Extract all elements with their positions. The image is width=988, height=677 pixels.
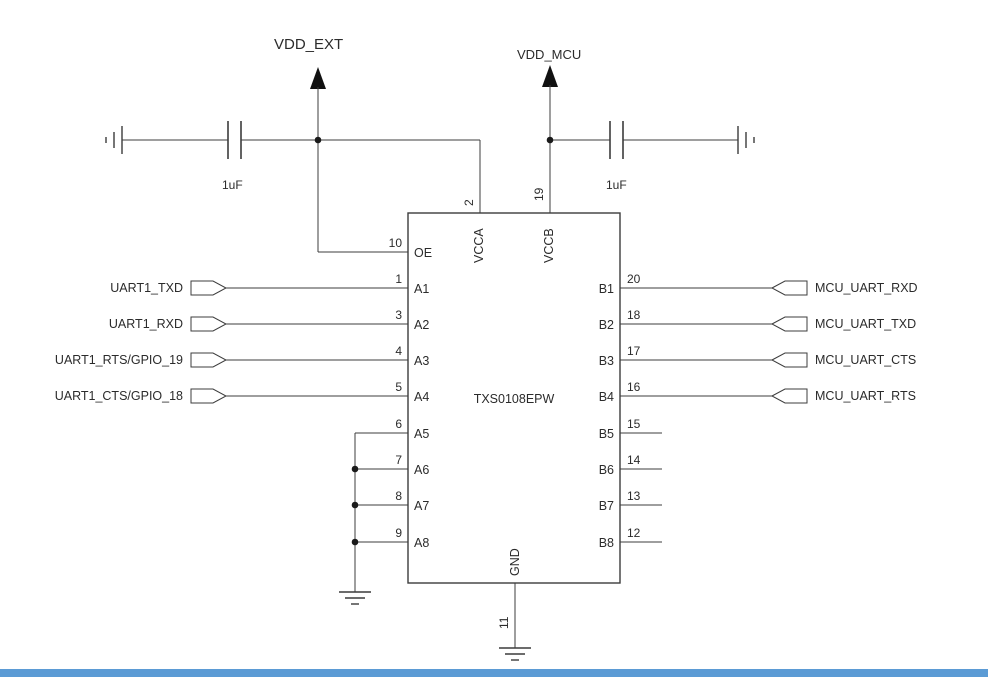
pin-number: 7 <box>395 453 402 467</box>
net-label: UART1_TXD <box>110 281 183 295</box>
port-connector-icon <box>770 352 808 368</box>
power-arrow-icon <box>310 67 326 89</box>
junction-dot <box>546 136 554 144</box>
pin-name-gnd: GND <box>508 548 522 576</box>
net-label: MCU_UART_RXD <box>815 281 918 295</box>
pin-number: 17 <box>627 344 641 358</box>
port-connector-icon <box>190 352 228 368</box>
pin-number: 9 <box>395 526 402 540</box>
pin-name-vccb: VCCB <box>542 228 556 263</box>
ground-symbol-left <box>105 126 123 154</box>
net-label: UART1_CTS/GPIO_18 <box>55 389 183 403</box>
pin-name: A1 <box>414 282 429 296</box>
pin-number: 15 <box>627 417 641 431</box>
pin-name: B2 <box>599 318 614 332</box>
right-signal-ports: MCU_UART_RXD MCU_UART_TXD MCU_UART_CTS M… <box>620 280 918 543</box>
net-label: MCU_UART_RTS <box>815 389 916 403</box>
capacitor-left: 1uF <box>222 121 243 192</box>
pin-number: 5 <box>395 380 402 394</box>
pin-number: 1 <box>395 272 402 286</box>
bottom-bar <box>0 669 988 677</box>
left-signal-ports: UART1_TXD UART1_RXD UART1_RTS/GPIO_19 UA… <box>55 280 408 404</box>
port-connector-icon <box>190 280 228 296</box>
ic-txs0108epw: TXS0108EPW VCCA 2 VCCB 19 GND 11 OE A1 A… <box>389 187 641 629</box>
ic-body <box>407 212 621 584</box>
net-label: UART1_RXD <box>109 317 183 331</box>
pin-name: A4 <box>414 390 429 404</box>
vdd-ext-rail: VDD_EXT <box>122 36 481 253</box>
ground-symbol-right <box>737 126 755 154</box>
net-label: MCU_UART_CTS <box>815 353 916 367</box>
pin-name: B8 <box>599 536 614 550</box>
pin-number: 18 <box>627 308 641 322</box>
pin-number-vcca: 2 <box>462 199 476 206</box>
port-connector-icon <box>770 388 808 404</box>
pin-name: OE <box>414 246 432 260</box>
pin-number-gnd: 11 <box>497 616 511 629</box>
pin-number: 8 <box>395 489 402 503</box>
pin-name: A3 <box>414 354 429 368</box>
pin-number-vccb: 19 <box>532 187 546 201</box>
pin-number: 13 <box>627 489 641 503</box>
pin-name: B7 <box>599 499 614 513</box>
power-arrow-icon <box>542 65 558 87</box>
pin-number: 12 <box>627 526 641 540</box>
pin-number: 3 <box>395 308 402 322</box>
port-connector-icon <box>770 280 808 296</box>
net-label: MCU_UART_TXD <box>815 317 916 331</box>
pin-number: 10 <box>389 236 403 250</box>
vdd-mcu-rail: VDD_MCU <box>517 47 738 213</box>
capacitor-right: 1uF <box>606 121 627 192</box>
pin-number: 20 <box>627 272 641 286</box>
pin-name: B1 <box>599 282 614 296</box>
pin-number: 4 <box>395 344 402 358</box>
junction-dot <box>351 501 359 509</box>
vdd-mcu-net-label: VDD_MCU <box>517 47 581 62</box>
pin-name: B5 <box>599 427 614 441</box>
junction-dot <box>351 538 359 546</box>
pin-number: 6 <box>395 417 402 431</box>
pin-name: A8 <box>414 536 429 550</box>
pin-name: A6 <box>414 463 429 477</box>
capacitor-value: 1uF <box>222 178 243 192</box>
pin-name: A7 <box>414 499 429 513</box>
ic-part-number: TXS0108EPW <box>474 392 555 406</box>
gnd-pin-net <box>499 583 531 661</box>
pin-name: A2 <box>414 318 429 332</box>
pin-name: B6 <box>599 463 614 477</box>
a5-a8-ground-net <box>339 432 408 605</box>
pin-number: 16 <box>627 380 641 394</box>
vdd-ext-net-label: VDD_EXT <box>274 36 343 53</box>
junction-dot <box>351 465 359 473</box>
pin-name-vcca: VCCA <box>472 228 486 263</box>
pin-name: B3 <box>599 354 614 368</box>
junction-dot <box>314 136 322 144</box>
port-connector-icon <box>190 388 228 404</box>
pin-name: B4 <box>599 390 614 404</box>
pin-name: A5 <box>414 427 429 441</box>
port-connector-icon <box>770 316 808 332</box>
port-connector-icon <box>190 316 228 332</box>
capacitor-value: 1uF <box>606 178 627 192</box>
net-label: UART1_RTS/GPIO_19 <box>55 353 183 367</box>
pin-number: 14 <box>627 453 641 467</box>
